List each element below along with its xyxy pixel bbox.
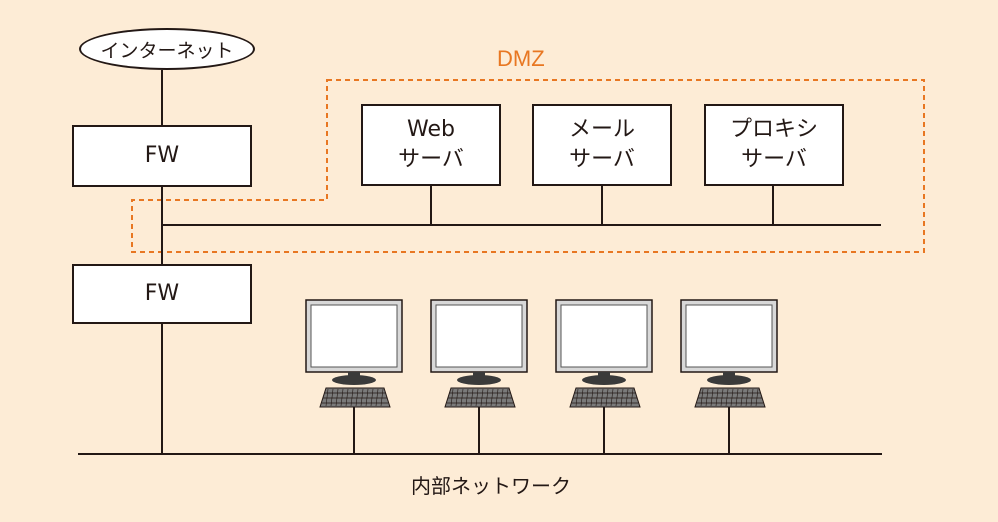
pc-4-keyboard-col — [755, 388, 759, 407]
pc-2-keyboard-col — [470, 388, 474, 407]
pc-1-keyboard-col — [345, 388, 349, 407]
pc-1-keyboard-col — [375, 388, 379, 407]
pc-1-stand-base — [332, 375, 376, 385]
dmz-label: DMZ — [497, 46, 545, 71]
mail-server-label-1: メール — [568, 117, 635, 142]
internet-label: インターネット — [100, 39, 234, 62]
pc-1-keyboard-col — [365, 388, 369, 407]
pc-3-keyboard-col — [610, 388, 614, 407]
pc-1-keyboard-col — [325, 388, 329, 407]
pc-3-keyboard-col — [575, 388, 579, 407]
pc-4-screen — [685, 304, 773, 368]
pc-3-keyboard-col — [605, 388, 609, 407]
pc-4-keyboard-col — [745, 388, 749, 407]
pc-3-keyboard-col — [620, 388, 624, 407]
internal-network-label: 内部ネットワーク — [411, 474, 571, 498]
pc-1-keyboard-col — [380, 388, 384, 407]
pc-4-keyboard-col — [750, 388, 754, 407]
pc-4-keyboard-col — [720, 388, 724, 407]
pc-2-stand-base — [457, 375, 501, 385]
pc-2-keyboard-col — [505, 388, 509, 407]
pc-4-keyboard-col — [710, 388, 714, 407]
pc-3-stand-base — [582, 375, 626, 385]
pc-3-keyboard-col — [580, 388, 584, 407]
fw-inner-box: FW — [72, 264, 252, 324]
pc-4-keyboard-col — [730, 388, 734, 407]
pc-1-keyboard — [319, 387, 391, 408]
pc-1-keyboard-col — [370, 388, 374, 407]
pc-3-keyboard-col — [590, 388, 594, 407]
fw-inner-label: FW — [144, 281, 180, 306]
internet-fw-link — [161, 70, 163, 125]
pc-2-keyboard-col — [475, 388, 479, 407]
pc-3-keyboard-col — [625, 388, 629, 407]
pc-2-keyboard-col — [480, 388, 484, 407]
mail-server-box: メールサーバ — [532, 104, 672, 186]
pc-1-screen — [310, 304, 398, 368]
pc-2-keyboard-col — [450, 388, 454, 407]
pc-2-keyboard-col — [500, 388, 504, 407]
pc-2-keyboard — [444, 387, 516, 408]
proxy-server-box: プロキシサーバ — [704, 104, 844, 186]
pc-2-screen — [435, 304, 523, 368]
proxy-server-label-1: プロキシ — [729, 117, 818, 142]
pc-3-keyboard-col — [615, 388, 619, 407]
web-server-box: Web サーバ — [361, 104, 501, 186]
pc-4-keyboard — [694, 387, 766, 408]
fw-outer-label: FW — [144, 143, 180, 168]
pc-4-stand-neck — [723, 372, 735, 377]
pc-1-keyboard-col — [340, 388, 344, 407]
pc-1-stand-neck — [348, 372, 360, 377]
pc-3-keyboard-col — [585, 388, 589, 407]
pc-1-keyboard-col — [355, 388, 359, 407]
internet-node: インターネット — [79, 28, 255, 70]
pc-2-stand-neck — [473, 372, 485, 377]
pc-4-keyboard-col — [740, 388, 744, 407]
pc-1-keyboard-col — [335, 388, 339, 407]
pc-4-stand-base — [707, 375, 751, 385]
pc-2-keyboard-col — [460, 388, 464, 407]
pc-1-keyboard-col — [350, 388, 354, 407]
web-server-link — [430, 186, 432, 225]
mail-server-label-2: サーバ — [569, 147, 635, 172]
proxy-server-label-2: サーバ — [741, 147, 807, 172]
pc-4-keyboard-col — [725, 388, 729, 407]
pc-3-keyboard-col — [600, 388, 604, 407]
web-server-label-2: サーバ — [398, 147, 464, 172]
pc-3-stand-neck — [598, 372, 610, 377]
pc-3-screen — [560, 304, 648, 368]
dmz-bus — [161, 224, 881, 226]
pc-1-keyboard-col — [360, 388, 364, 407]
pc-3-keyboard — [569, 387, 641, 408]
pc-2-keyboard-col — [485, 388, 489, 407]
pc-3-keyboard-col — [630, 388, 634, 407]
fw-outer-box: FW — [72, 125, 252, 187]
pc-2-keyboard-col — [465, 388, 469, 407]
pc-2-keyboard-col — [495, 388, 499, 407]
fw-internal-link — [161, 323, 163, 455]
pc-4-keyboard-col — [705, 388, 709, 407]
pc-2-keyboard-col — [490, 388, 494, 407]
pc-4-keyboard-col — [700, 388, 704, 407]
web-server-label-1: Web — [407, 117, 455, 142]
proxy-server-link — [772, 186, 774, 225]
pc-3-keyboard-col — [595, 388, 599, 407]
pc-2-keyboard-col — [455, 388, 459, 407]
pc-4-keyboard-col — [715, 388, 719, 407]
mail-server-link — [601, 186, 603, 225]
pc-1-keyboard-col — [330, 388, 334, 407]
pc-4-keyboard-col — [735, 388, 739, 407]
